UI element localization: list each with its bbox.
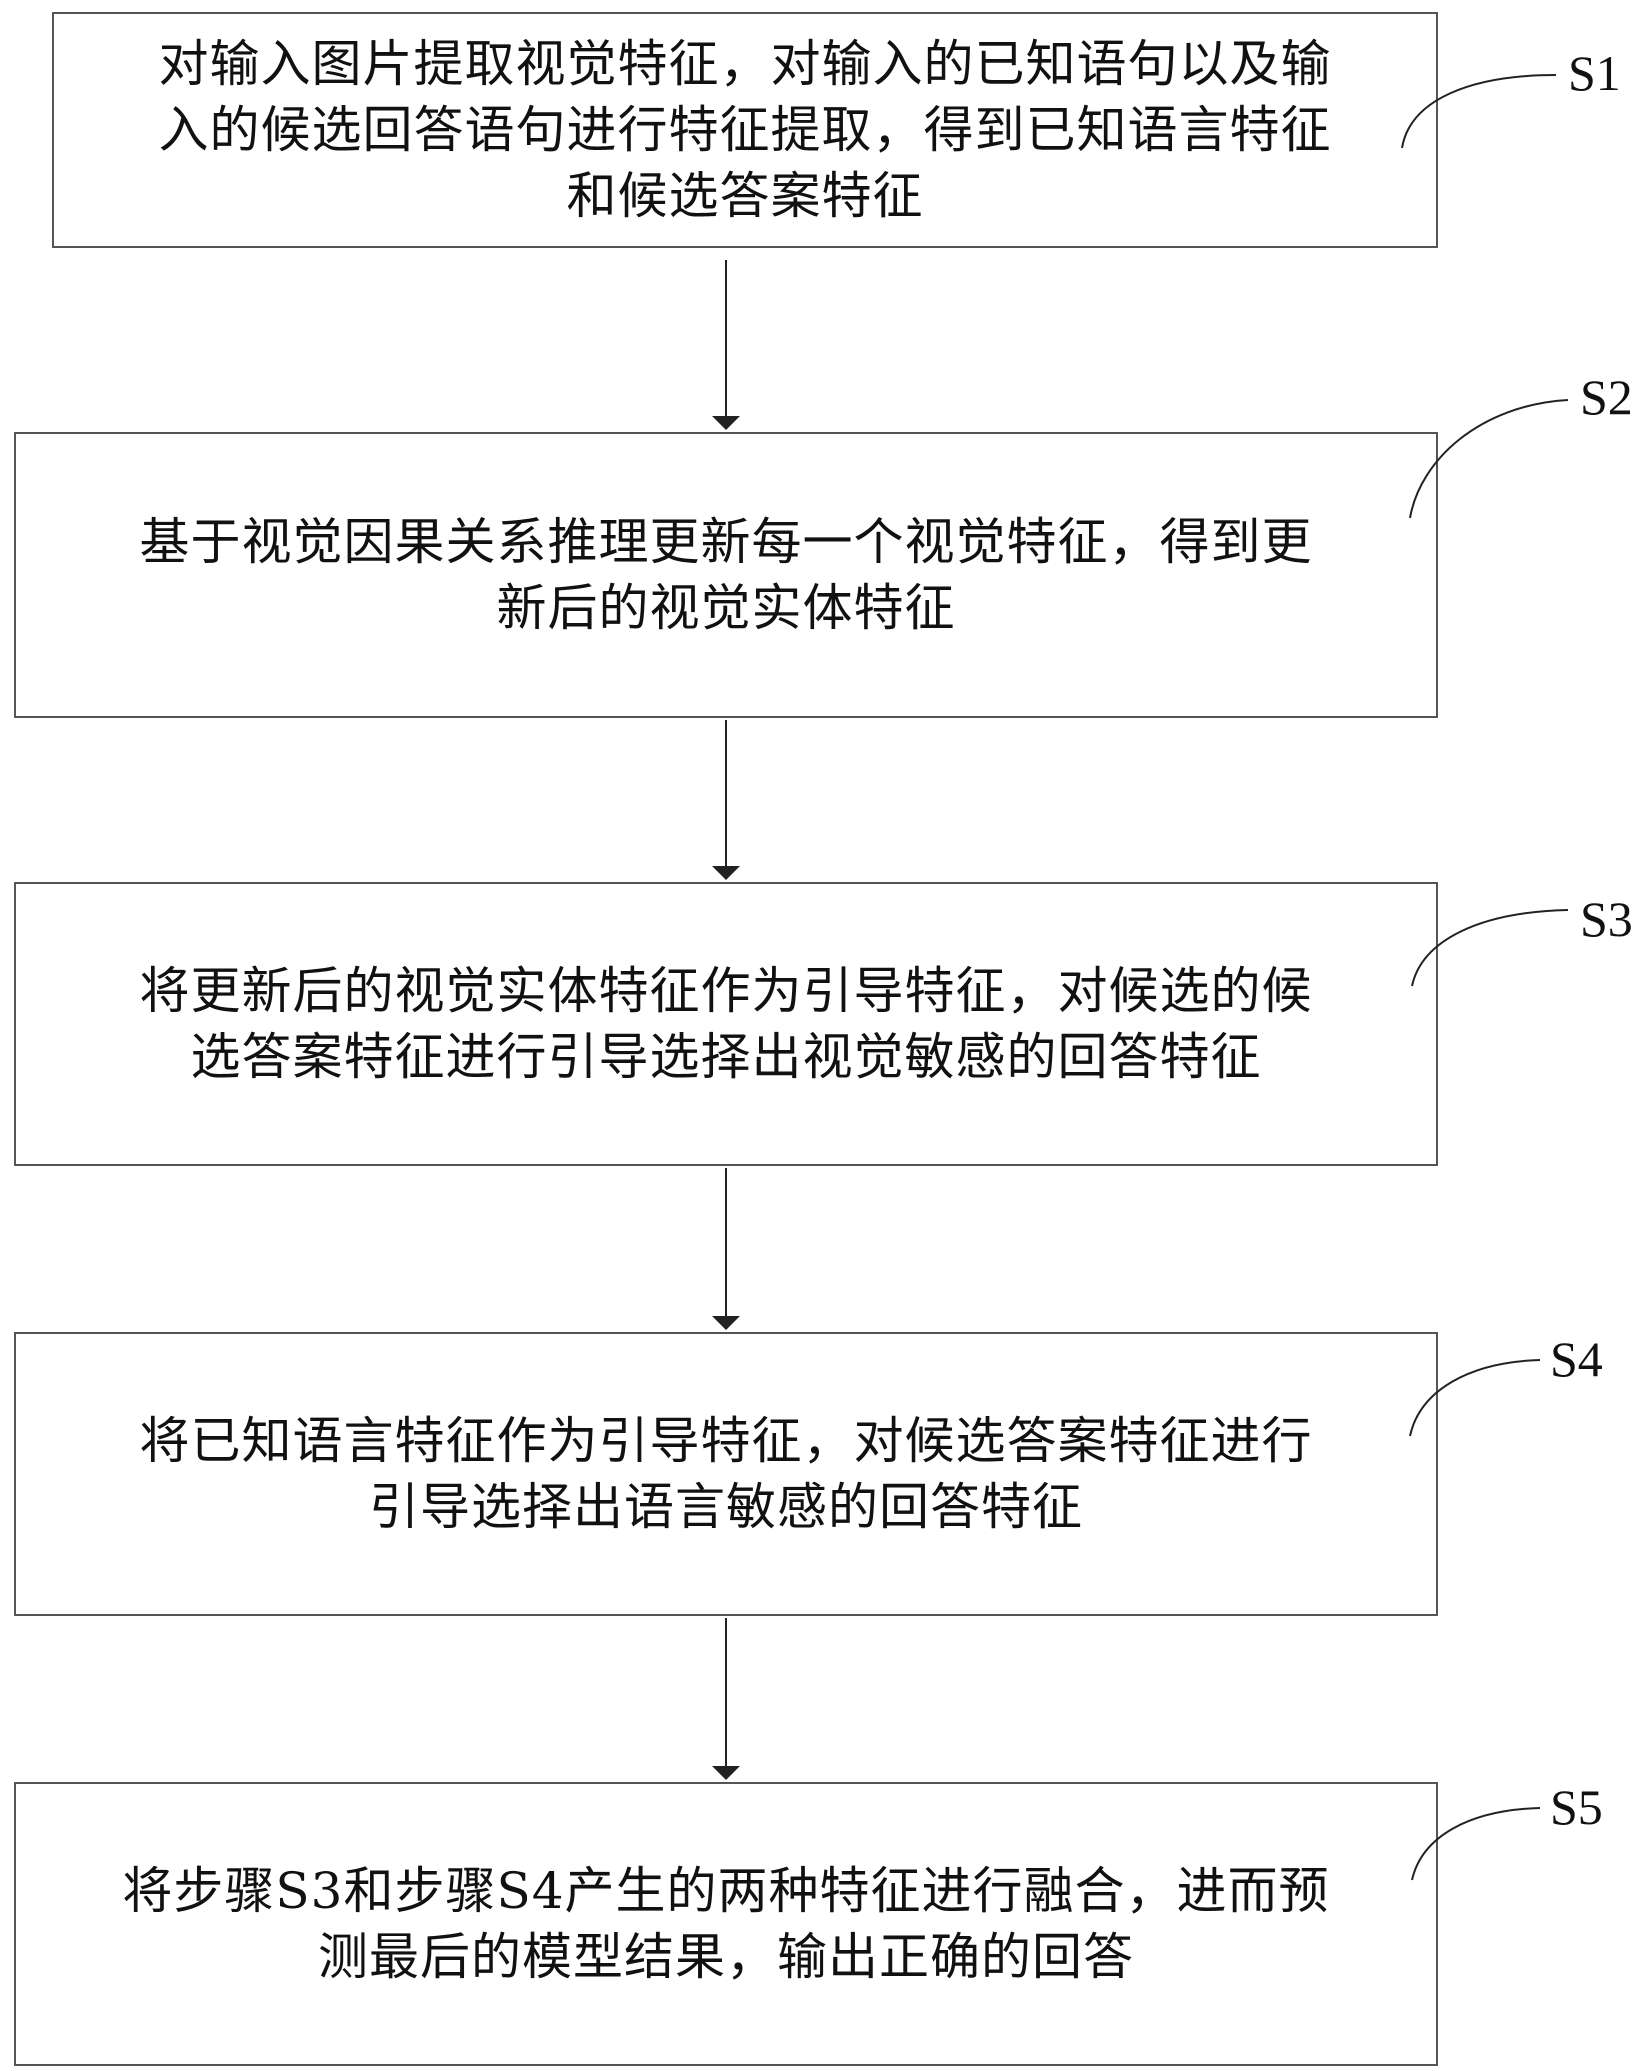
- step-text-s2: 基于视觉因果关系推理更新每一个视觉特征，得到更 新后的视觉实体特征: [139, 513, 1313, 637]
- step-label-s4: S4: [1550, 1331, 1603, 1387]
- step-label-s2: S2: [1580, 369, 1633, 425]
- step-box-s5: 将步骤S3和步骤S4产生的两种特征进行融合，进而预 测最后的模型结果，输出正确的…: [14, 1782, 1438, 2066]
- step-label-s3: S3: [1580, 891, 1633, 947]
- step-box-s2: 基于视觉因果关系推理更新每一个视觉特征，得到更 新后的视觉实体特征: [14, 432, 1438, 718]
- step-box-s3: 将更新后的视觉实体特征作为引导特征，对候选的候 选答案特征进行引导选择出视觉敏感…: [14, 882, 1438, 1166]
- step-text-s3: 将更新后的视觉实体特征作为引导特征，对候选的候 选答案特征进行引导选择出视觉敏感…: [139, 962, 1313, 1086]
- step-box-s4: 将已知语言特征作为引导特征，对候选答案特征进行 引导选择出语言敏感的回答特征: [14, 1332, 1438, 1616]
- step-text-s5: 将步骤S3和步骤S4产生的两种特征进行融合，进而预 测最后的模型结果，输出正确的…: [122, 1862, 1330, 1986]
- step-text-s1: 对输入图片提取视觉特征，对输入的已知语句以及输 入的候选回答语句进行特征提取，得…: [158, 35, 1332, 225]
- step-text-s4: 将已知语言特征作为引导特征，对候选答案特征进行 引导选择出语言敏感的回答特征: [139, 1412, 1313, 1536]
- step-box-s1: 对输入图片提取视觉特征，对输入的已知语句以及输 入的候选回答语句进行特征提取，得…: [52, 12, 1438, 248]
- step-label-s1: S1: [1568, 45, 1621, 101]
- step-label-s5: S5: [1550, 1779, 1603, 1835]
